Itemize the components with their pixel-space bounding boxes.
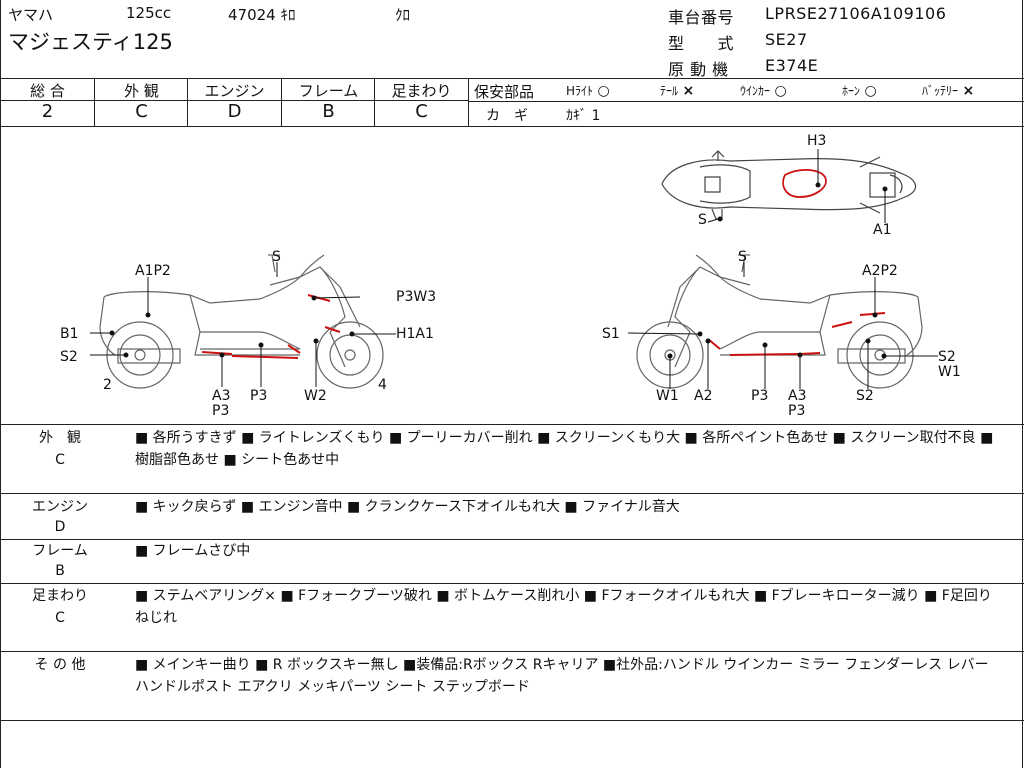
label-right-a3: A3 [788,388,807,404]
label-right-a2: A2 [694,388,713,404]
row-border [0,493,1024,494]
label-left-4: 4 [378,377,387,393]
label-h3: H3 [807,133,827,149]
detail-category: 足まわり [32,588,88,604]
grade-sep [374,78,375,126]
label-left-p3-under: P3 [212,403,230,419]
grade-sep [281,78,282,126]
key-label: カ ギ [486,108,528,124]
detail-grade: B [55,563,65,579]
label-right-a2p2: A2P2 [862,263,898,279]
label-left-s: S [272,249,281,265]
detail-text: ■ 各所うすきず ■ ライトレンズくもり ■ プーリーカバー削れ ■ スクリーン… [135,430,994,468]
grade-value-frame: B [322,101,335,122]
engine-code: E374E [765,56,819,75]
grade-value-engine: D [227,101,242,122]
label-left-p3: P3 [250,388,268,404]
detail-grade: C [55,610,65,626]
label-left-p3w3: P3W3 [396,289,437,305]
safety-item-headlight: Hﾗｲﾄ ○ [566,83,610,99]
label-right-s1: S1 [602,326,620,342]
grade-table-mid-border [0,100,468,101]
grade-header-exterior: 外 観 [124,82,159,100]
safety-item-horn: ﾎｰﾝ ○ [842,83,877,99]
outer-right-border [1022,0,1023,768]
label-top-s: S [698,212,707,228]
detail-category: フレーム [32,543,88,559]
scooter-left-view [99,254,384,389]
grade-sep [468,78,469,126]
label-right-s2: S2 [938,349,956,365]
detail-text: ■ メインキー曲り ■ R ボックスキー無し ■装備品:Rボックス Rキャリア … [135,657,989,695]
displacement: 125cc [126,4,172,22]
grade-table-bottom-border [0,126,1024,127]
engine-label: 原 動 機 [668,60,729,79]
label-left-s2: S2 [60,349,78,365]
detail-category: 外 観 [39,430,81,446]
row-border [0,583,1024,584]
label-left-2: 2 [103,377,112,393]
key-value: ｶｷﾞ 1 [566,108,601,124]
grade-header-overall: 総 合 [30,82,65,100]
detail-text: ■ キック戻らず ■ エンジン音中 ■ クランクケース下オイルもれ大 ■ ファイ… [135,499,680,515]
grade-value-suspension: C [415,101,428,122]
model-code-label: 型 式 [668,34,735,53]
label-left-a3: A3 [212,388,231,404]
detail-category: そ の 他 [34,657,86,673]
frame-number: LPRSE27106A109106 [765,4,947,23]
label-right-w1: W1 [656,388,679,404]
row-border [0,720,1024,721]
grade-header-suspension: 足まわり [391,82,452,100]
grade-header-frame: フレーム [298,82,359,100]
label-right-w1-side: W1 [938,364,961,380]
safety-item-tail: ﾃｰﾙ × [660,83,695,99]
detail-text: ■ ステムベアリング× ■ Fフォークブーツ破れ ■ ボトムケース削れ小 ■ F… [135,588,992,626]
maker: ヤマハ [8,6,54,24]
label-left-w2: W2 [304,388,327,404]
grade-value-overall: 2 [41,101,54,122]
detail-grade: D [54,519,66,535]
left-damage-marks [201,294,341,359]
detail-grade: C [55,452,65,468]
label-left-a1p2: A1P2 [135,263,171,279]
model-code: SE27 [765,30,808,49]
scooter-diagram [90,149,938,389]
row-border [0,539,1024,540]
label-left-h1a1: H1A1 [396,326,434,342]
label-left-b1: B1 [60,326,79,342]
row-border [0,651,1024,652]
scooter-top-view [661,150,917,220]
mileage: 47024 ｷﾛ [228,6,296,24]
label-top-a1: A1 [873,222,892,238]
grade-sep [187,78,188,126]
label-right-s2-bottom: S2 [856,388,874,404]
safety-mid-border [468,101,1024,102]
grade-sep [94,78,95,126]
frame-number-label: 車台番号 [668,8,735,27]
grade-value-exterior: C [135,101,148,122]
model-name: マジェスティ125 [8,30,173,54]
label-right-p3-under: P3 [788,403,806,419]
detail-category: エンジン [32,499,88,515]
label-right-p3: P3 [751,388,769,404]
grade-table-top-border [0,78,1024,79]
grade-header-engine: エンジン [204,82,265,100]
diagram-bottom-border [0,424,1024,425]
detail-text: ■ フレームさび中 [135,543,251,559]
color: ｸﾛ [395,6,411,24]
safety-title: 保安部品 [474,83,535,101]
safety-item-battery: ﾊﾞｯﾃﾘｰ × [922,83,975,99]
label-right-s: S [738,249,747,265]
outer-left-border [0,0,1,768]
safety-item-winker: ｳｲﾝｶｰ ○ [740,83,787,99]
